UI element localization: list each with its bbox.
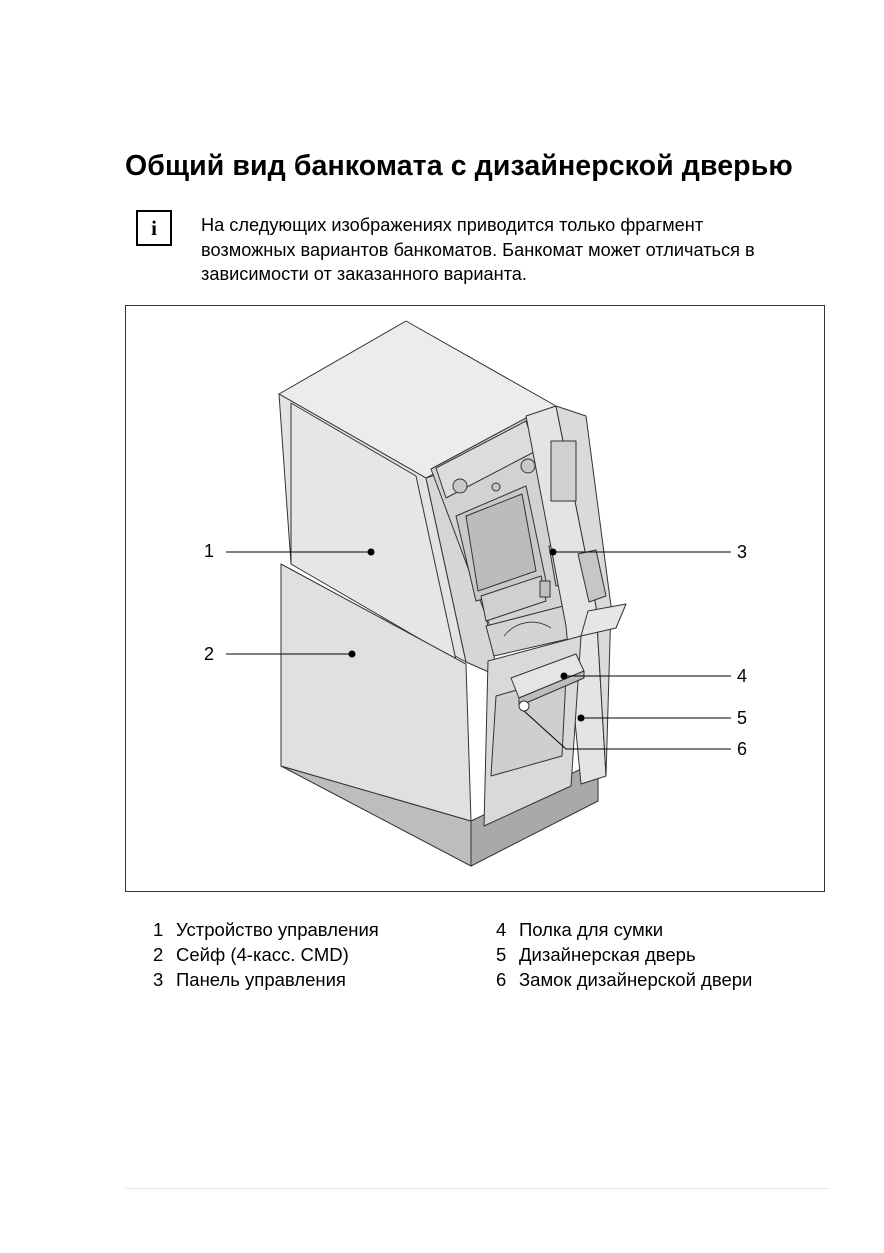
legend-number: 1	[153, 919, 164, 940]
note-line: возможных вариантов банкоматов. Банкомат…	[201, 239, 755, 260]
footer-divider	[125, 1188, 828, 1189]
legend-text: Сейф (4-касс. CMD)	[176, 944, 349, 965]
callout-2: 2	[204, 644, 215, 664]
atm-screen	[465, 493, 537, 592]
legend-number: 5	[496, 944, 507, 965]
callout-3: 3	[737, 542, 748, 562]
callout-4: 4	[737, 666, 748, 686]
legend-number: 4	[496, 919, 507, 940]
atm-door-lock	[518, 700, 530, 712]
atm-illustration-frame: 1 2 3 4 5 6	[125, 305, 825, 892]
page-title: Общий вид банкомата с дизайнерской дверь…	[125, 150, 793, 182]
legend-text: Устройство управления	[176, 919, 379, 940]
legend-number: 6	[496, 969, 507, 990]
atm-safe	[280, 563, 472, 822]
info-note: На следующих изображениях приводится тол…	[201, 213, 841, 287]
atm-illustration	[226, 320, 731, 867]
callout-6: 6	[737, 739, 748, 759]
info-icon: i	[136, 210, 172, 246]
note-line: На следующих изображениях приводится тол…	[201, 215, 704, 235]
callout-1: 1	[204, 541, 215, 561]
legend-text: Полка для сумки	[519, 919, 664, 940]
legend-text: Панель управления	[176, 969, 346, 990]
legend-text: Дизайнерская дверь	[519, 944, 696, 965]
legend-number: 3	[153, 969, 164, 990]
legend-number: 2	[153, 944, 164, 965]
note-line: зависимости от заказанного варианта.	[201, 264, 527, 284]
legend-text: Замок дизайнерской двери	[519, 969, 753, 990]
callout-5: 5	[737, 708, 748, 728]
